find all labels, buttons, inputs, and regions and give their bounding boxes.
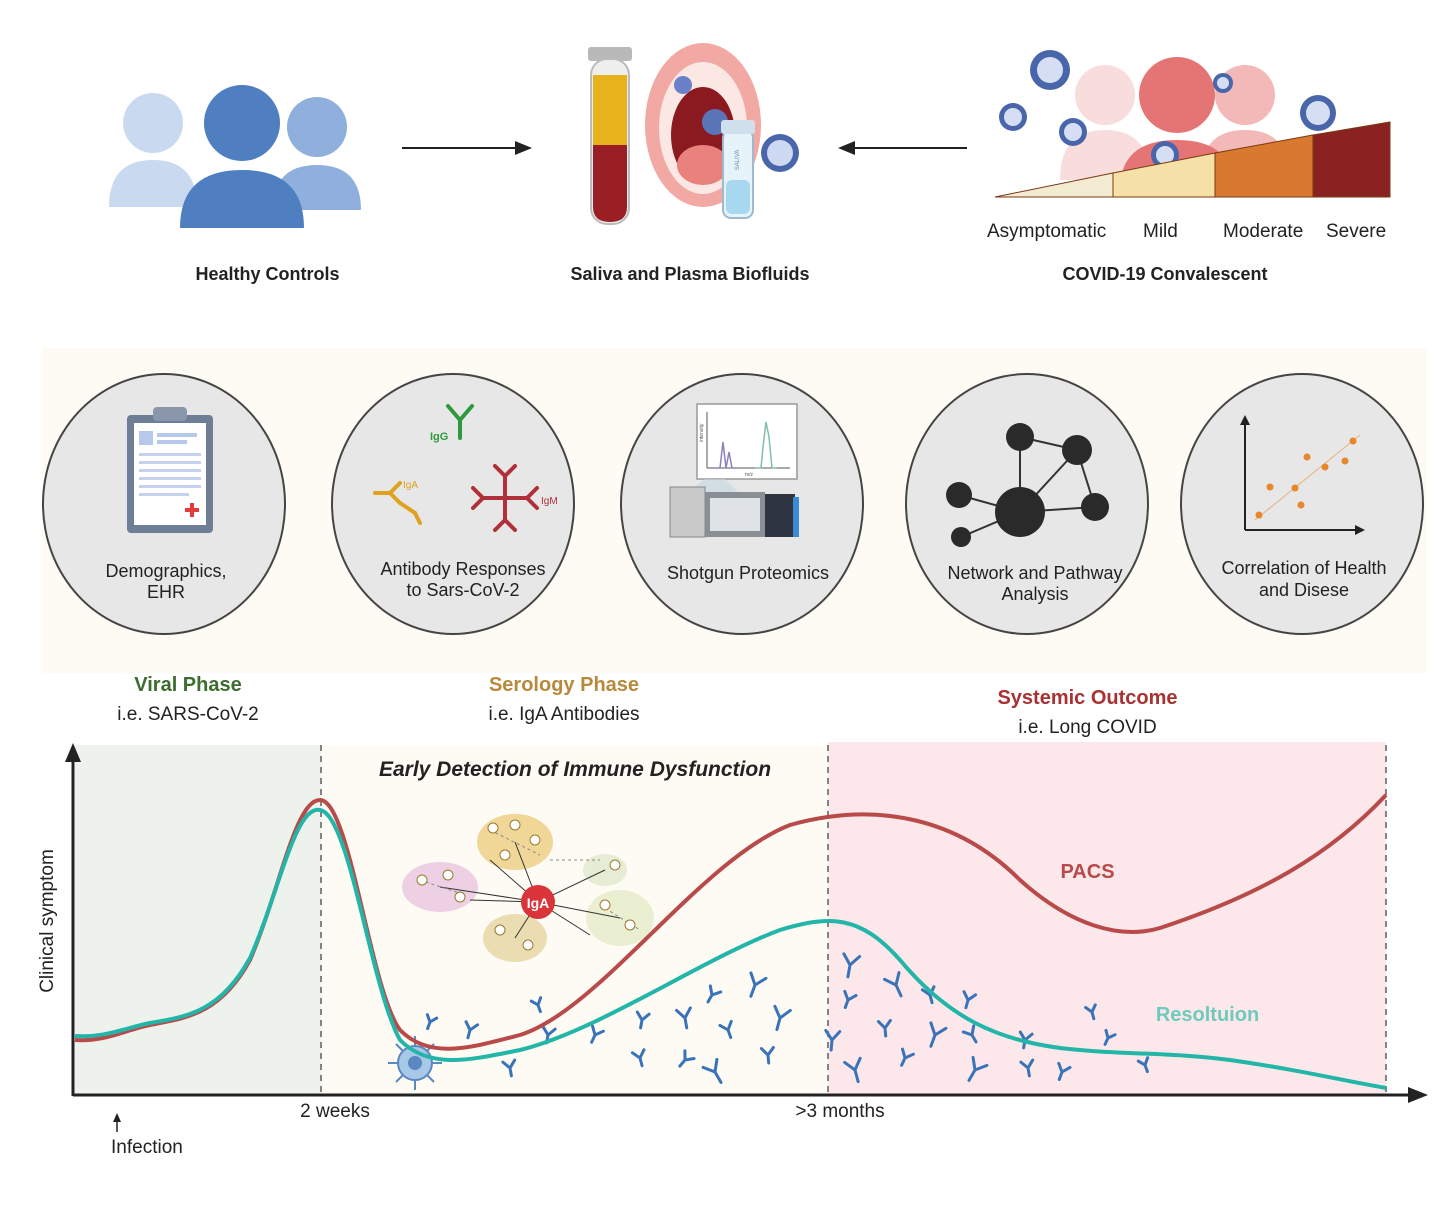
serology-phase-region (321, 745, 828, 1095)
infection-label: Infection (111, 1137, 183, 1158)
biofluids-label: Saliva and Plasma Biofluids (570, 264, 810, 284)
method-label-proteomics: Shotgun Proteomics (666, 563, 830, 583)
severity-label-mild: Mild (1143, 221, 1178, 242)
igg-label: IgG (430, 431, 448, 443)
serology-phase-subtitle: i.e. IgA Antibodies (488, 704, 640, 725)
iga-label: IgA (403, 480, 418, 491)
resolution-curve (74, 807, 1387, 1090)
severity-label-moderate: Moderate (1223, 221, 1304, 242)
method-label-network-2: Analysis (1001, 584, 1069, 604)
viral-phase-subtitle: i.e. SARS-CoV-2 (117, 704, 259, 725)
covid-convalescent-label: COVID-19 Convalescent (1062, 264, 1268, 284)
healthy-controls-label: Healthy Controls (195, 264, 340, 284)
timeline-chart: IgA (65, 742, 1428, 1132)
covid-convalescent-illustration (994, 50, 1391, 198)
severity-label-asymptomatic: Asymptomatic (987, 221, 1107, 242)
arrow-left-icon (838, 141, 967, 155)
network-graph-icon (946, 423, 1109, 547)
serology-phase-title: Serology Phase (488, 674, 640, 696)
x-axis-arrow (1408, 1087, 1428, 1103)
mass-spectrometer-icon: intensity m/z (669, 403, 799, 538)
blood-tube-icon (588, 47, 632, 225)
method-label-correlation-2: and Disese (1258, 580, 1350, 600)
scatter-correlation-icon (1240, 415, 1365, 535)
iga-network-cluster: IgA (402, 814, 654, 962)
antibody-isotypes-icon: IgG IgA IgM (373, 404, 558, 532)
clipboard-icon (127, 407, 213, 533)
systemic-outcome-title: Systemic Outcome (997, 687, 1178, 709)
igm-label: IgM (541, 496, 558, 507)
severity-wedge-asymptomatic (994, 172, 1114, 198)
arrow-right-icon (402, 141, 532, 155)
saliva-tube-label: SALIVA (735, 150, 741, 171)
healthy-controls-people-icon (109, 85, 361, 228)
method-label-demographics-1: Demographics, (105, 561, 227, 581)
systemic-outcome-subtitle: i.e. Long COVID (1018, 717, 1157, 738)
immune-cell-icon (388, 1036, 442, 1090)
method-label-antibody-1: Antibody Responses (380, 559, 546, 579)
resolution-label: Resoltuion (1155, 1004, 1260, 1026)
viral-phase-title: Viral Phase (134, 674, 242, 696)
severity-label-severe: Severe (1326, 221, 1387, 242)
iga-node-label: IgA (527, 895, 550, 911)
y-axis-label: Clinical symptom (37, 849, 58, 993)
ms-x-axis-label: m/z (745, 472, 754, 478)
method-label-correlation-1: Correlation of Health (1221, 558, 1387, 578)
y-axis-arrow (65, 743, 81, 762)
method-label-antibody-2: to Sars-CoV-2 (406, 580, 520, 600)
method-label-demographics-2: EHR (146, 582, 185, 602)
viral-phase-region (75, 745, 321, 1095)
tick-label-3-months: >3 months (795, 1101, 885, 1122)
infection-arrow-head (113, 1113, 121, 1122)
method-label-network-1: Network and Pathway (947, 563, 1123, 583)
tick-label-2-weeks: 2 weeks (300, 1101, 370, 1122)
mouth-saliva-icon: SALIVA (645, 43, 799, 219)
pacs-label: PACS (1060, 861, 1115, 883)
severity-wedge-severe (1312, 121, 1391, 198)
timeline-heading: Early Detection of Immune Dysfunction (378, 758, 772, 781)
ms-y-axis-label: intensity (699, 423, 705, 442)
